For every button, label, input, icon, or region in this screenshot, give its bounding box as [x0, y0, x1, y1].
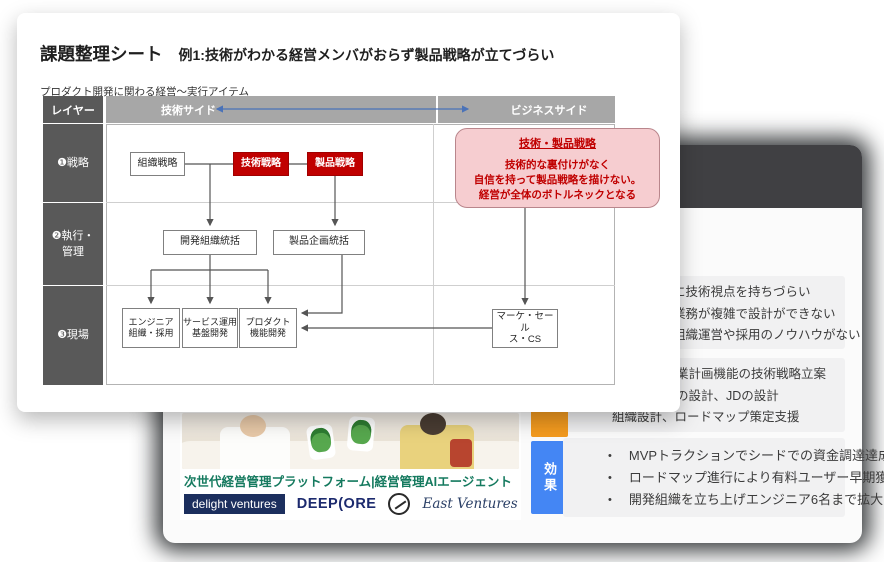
row-label-execution: ❷執行・管理: [43, 203, 103, 285]
marketing-sales-cs-box: マーケ・セールス・CS: [492, 309, 558, 348]
effects-box: • MVPトラクションでシードでの資金調達達成 • ロードマップ進行により有料ユ…: [563, 438, 884, 517]
slide-title-row: 課題整理シート 例1:技術がわかる経営メンバがおらず製品戦略が立てづらい: [40, 41, 554, 66]
deepcore-logo: DEEP(ORE: [296, 496, 377, 512]
example-subtitle: 例1:技術がわかる経営メンバがおらず製品戦略が立てづらい: [178, 47, 555, 63]
product-planning-box: 製品企画統括: [273, 230, 365, 255]
layer-table: レイヤー 技術サイド ビジネスサイド ❶戦略 ❷執行・管理 ❸現場: [43, 96, 660, 388]
banner-title: 次世代経営管理プラットフォーム|経営管理AIエージェント: [184, 475, 512, 489]
effect-text: 開発組織を立ち上げエンジニア6名まで拡大: [628, 492, 884, 507]
effect-text: MVPトラクションでシードでの資金調達達成: [628, 448, 884, 463]
tech-strategy-box: 技術戦略: [233, 152, 289, 176]
callout-line: 技術的な裏付けがなく: [505, 159, 610, 171]
investor-logos: delight ventures DEEP(ORE East Ventures: [184, 491, 518, 517]
bullet-icon: •: [608, 450, 612, 462]
effect-item: • ロードマップ進行により有料ユーザー早期獲得: [563, 467, 884, 489]
issue-callout: 技術・製品戦略 技術的な裏付けがなく 自信を持って製品戦略を描けない。 経営が全…: [455, 128, 660, 208]
table-caption: プロダクト開発に関わる経営〜実行アイテム: [40, 86, 249, 98]
issue-item: 業務が複雑で設計ができない: [673, 306, 836, 321]
page-title: 課題整理シート: [40, 44, 163, 64]
tech-side-header: 技術サイド: [106, 96, 436, 123]
product-dev-box: プロダクト機能開発: [239, 308, 297, 348]
bullet-icon: •: [608, 494, 612, 506]
person-right-head: [420, 413, 446, 435]
callout-line: 自信を持って製品戦略を描けない。: [473, 174, 642, 186]
layer-column-header: レイヤー: [43, 96, 103, 123]
support-item: 組織設計、ロードマップ策定支援: [612, 410, 800, 424]
callout-body: 技術的な裏付けがなく 自信を持って製品戦略を描けない。 経営が全体のボトルネック…: [456, 158, 659, 203]
product-banner: 次世代経営管理プラットフォーム|経営管理AIエージェント delight ven…: [180, 411, 521, 520]
east-ventures-logo: East Ventures: [422, 496, 518, 512]
front-slide: 課題整理シート 例1:技術がわかる経営メンバがおらず製品戦略が立てづらい プロダ…: [17, 13, 680, 412]
support-item: の設計、JDの設計: [676, 388, 779, 403]
issue-item: 組織運営や採用のノウハウがない: [673, 328, 861, 342]
product-strategy-box: 製品戦略: [307, 152, 363, 176]
mascot-character-icon: [305, 423, 337, 461]
grid-divider-horizontal: [106, 202, 615, 203]
engineer-org-box: エンジニア組織・採用: [122, 308, 180, 348]
effects-label-text: 効果: [542, 461, 557, 494]
row-label-strategy: ❶戦略: [43, 124, 103, 202]
service-ops-box: サービス運用基盤開発: [182, 308, 238, 348]
circle-script-logo: [388, 493, 411, 515]
mascot-character-icon: [346, 415, 376, 453]
bullet-icon: •: [608, 472, 612, 484]
grid-divider-horizontal: [106, 285, 615, 286]
org-strategy-box: 組織戦略: [130, 152, 185, 176]
delight-ventures-logo: delight ventures: [184, 494, 285, 514]
issue-item: に技術視点を持ちづらい: [673, 285, 811, 299]
business-side-header: ビジネスサイド: [438, 96, 615, 123]
support-item: 業計画機能の技術戦略立案: [676, 367, 827, 381]
effect-item: • 開発組織を立ち上げエンジニア6名まで拡大: [563, 489, 883, 511]
effect-text: ロードマップ進行により有料ユーザー早期獲得: [628, 470, 884, 485]
effects-label-badge: 効果: [531, 441, 568, 514]
dev-org-box: 開発組織統括: [163, 230, 257, 255]
callout-title: 技術・製品戦略: [519, 138, 596, 150]
callout-line: 経営が全体のボトルネックとなる: [478, 189, 637, 201]
grid-divider-vertical: [433, 124, 434, 385]
person-left-head: [240, 415, 266, 437]
team-photo: [182, 413, 519, 469]
red-bag: [450, 439, 472, 467]
effect-item: • MVPトラクションでシードでの資金調達達成: [563, 445, 884, 467]
row-label-field: ❸現場: [43, 286, 103, 385]
